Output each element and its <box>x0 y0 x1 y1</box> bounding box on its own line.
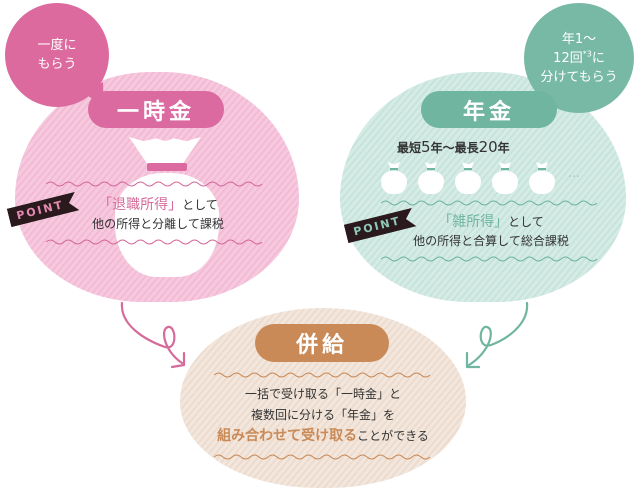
money-bags-row: … <box>381 162 581 194</box>
money-bag-icon <box>381 162 407 194</box>
money-bag-icon <box>455 162 481 194</box>
combined-description: 一括で受け取る「一時金」と 複数回に分ける「年金」を 組み合わせて受け取ることが… <box>217 387 429 444</box>
bubble-text: 12回*3に <box>553 49 605 66</box>
lump-sum-title: 一時金 <box>88 91 224 128</box>
wavy-divider <box>214 372 431 378</box>
pension-tax-text: 「雑所得」として 他の所得と合算して総合課税 <box>413 214 569 248</box>
wavy-divider <box>381 256 598 262</box>
ellipsis: … <box>568 166 581 180</box>
tax-category: 「退職所得」 <box>98 197 183 213</box>
bubble-text: もらう <box>37 57 77 72</box>
bubble-text: 分けてもらう <box>540 69 618 85</box>
money-bag-icon <box>115 137 219 277</box>
lump-sum-speech-bubble: 一度に もらう <box>5 3 109 107</box>
lump-sum-tax-text: 「退職所得」として 他の所得と分離して課税 <box>92 197 224 231</box>
curly-arrow-icon <box>120 301 186 369</box>
highlight-text: 組み合わせて受け取る <box>217 428 358 444</box>
bubble-text: 一度に <box>37 38 77 53</box>
money-bag-icon <box>418 162 444 194</box>
curly-arrow-icon <box>465 301 529 369</box>
bubble-text: 年1〜 <box>561 31 597 47</box>
money-bag-icon <box>492 162 518 194</box>
wavy-divider <box>46 181 263 187</box>
wavy-divider <box>46 239 263 245</box>
pension-period: 最短5年〜最長20年 <box>397 138 510 156</box>
pension-title: 年金 <box>421 91 557 128</box>
money-bag-icon <box>529 162 555 194</box>
wavy-divider <box>214 454 431 460</box>
wavy-divider <box>381 200 598 206</box>
footnote-marker: *3 <box>582 49 592 59</box>
combined-title: 併給 <box>255 324 389 362</box>
tax-category: 「雑所得」 <box>438 214 509 230</box>
